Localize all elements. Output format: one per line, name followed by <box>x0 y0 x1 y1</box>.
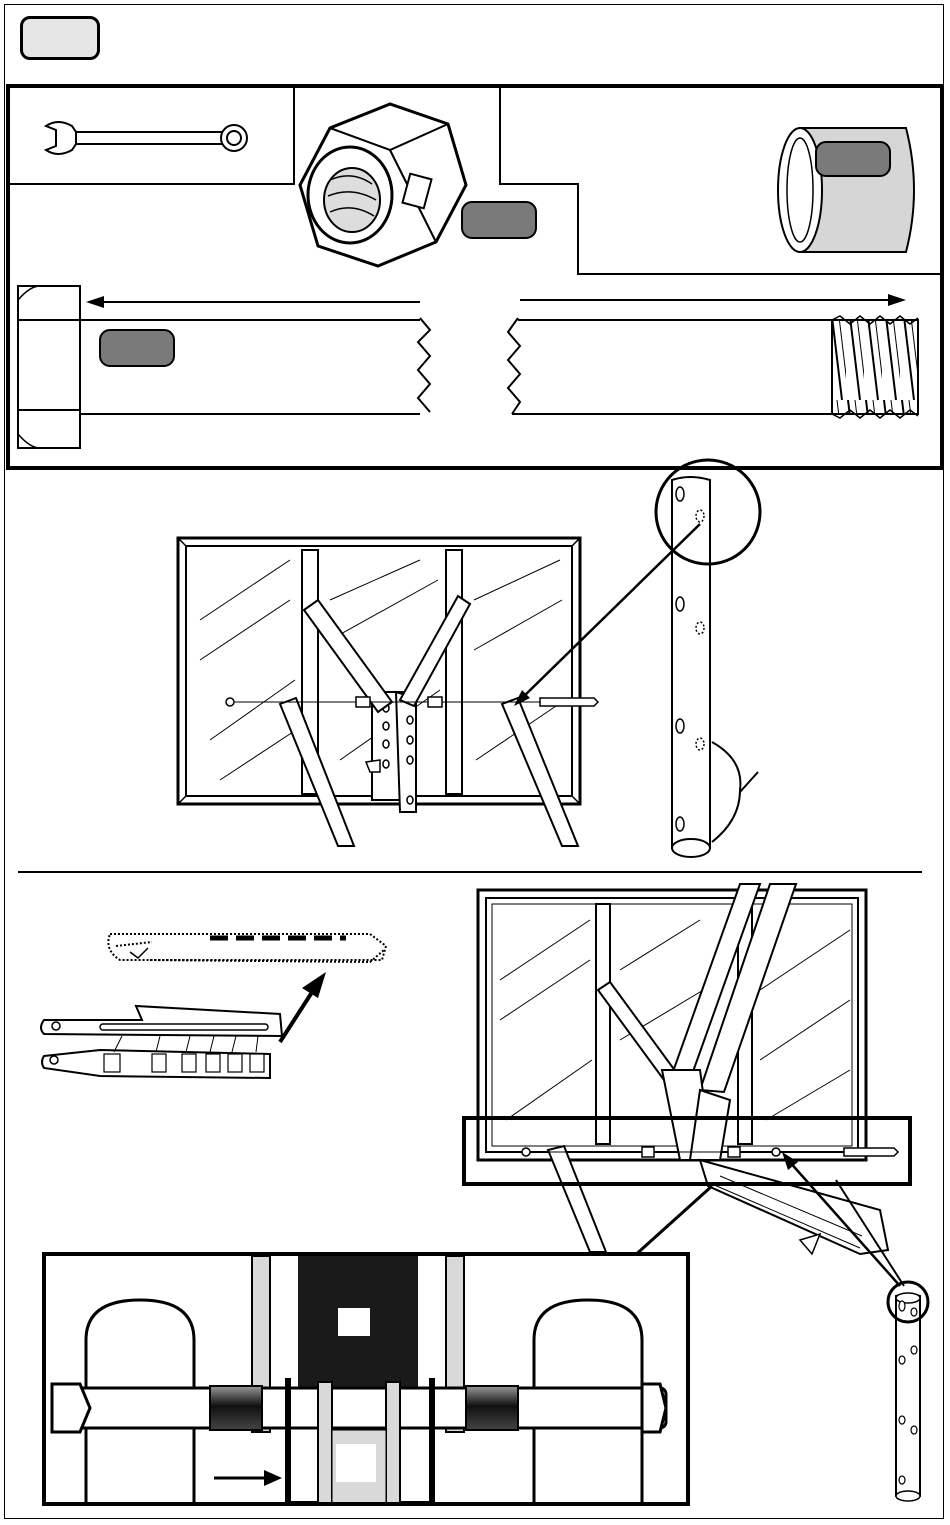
closeup-detail <box>44 1254 688 1506</box>
upper-backboard-assembly <box>178 538 598 846</box>
nut-label-badge <box>462 202 536 238</box>
bolt-label-badge <box>100 330 174 366</box>
lower-backboard-assembly <box>464 884 910 1258</box>
hardware-panel <box>8 86 942 468</box>
spacer-label-badge <box>816 142 890 176</box>
height-bracket-detail <box>41 934 386 1078</box>
